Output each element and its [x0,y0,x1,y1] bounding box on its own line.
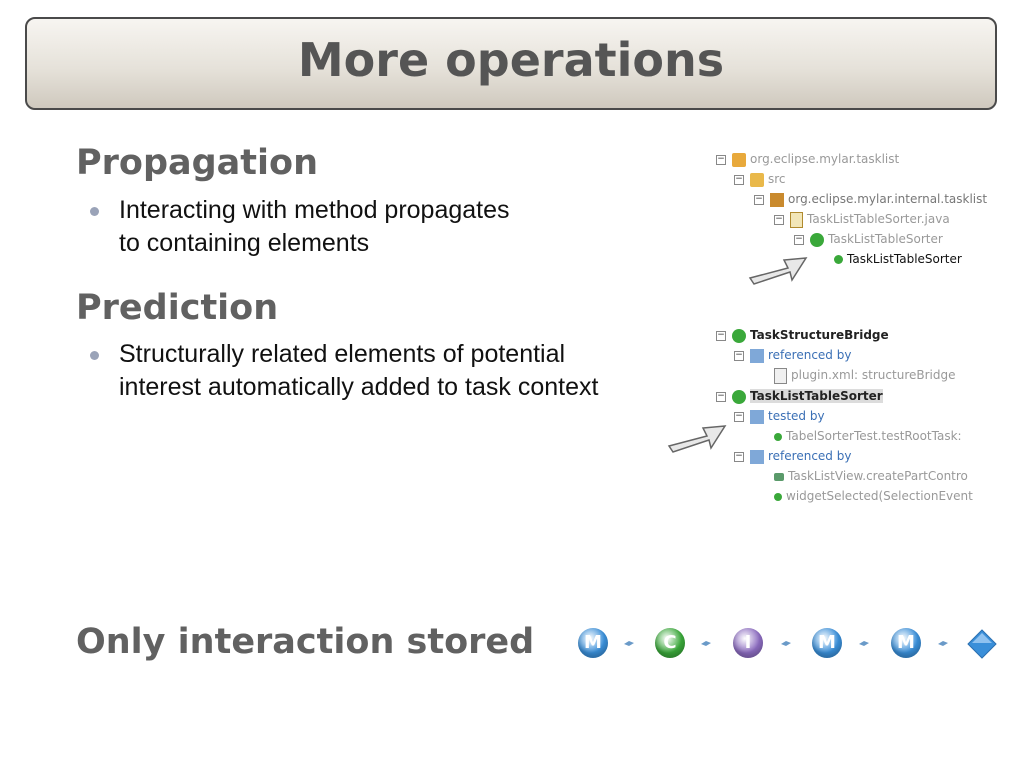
class-icon [732,328,746,343]
bullet-line: interest automatically added to task con… [119,373,599,401]
bullet-dot [90,351,99,360]
method-icon [774,492,782,501]
tree-row[interactable]: − src [734,170,786,188]
tree-label: TaskListTableSorter [750,389,883,403]
collapse-icon[interactable]: − [716,391,726,402]
tree-label: TaskStructureBridge [750,328,889,342]
class-icon: C [655,628,685,658]
bullet-dot [90,207,99,216]
diamond-icon [967,629,997,659]
tree-row[interactable]: − TaskListTableSorter.java [774,210,950,228]
collapse-icon[interactable]: − [734,350,744,361]
reference-icon [750,348,764,363]
edge-icon [701,641,711,646]
interface-icon: I [733,628,763,658]
tree-label: TaskListTableSorter [828,232,943,246]
propagation-arrow-icon [748,257,808,285]
propagation-tree: − org.eclipse.mylar.tasklist − src − org… [712,148,1002,273]
edge-icon [781,641,791,646]
method-icon: M [891,628,921,658]
folder-icon [750,172,764,187]
tree-row[interactable]: widgetSelected(SelectionEvent [774,487,973,505]
class-icon [732,389,746,404]
edge-icon [859,641,869,646]
slide-title: More operations [297,33,725,87]
collapse-icon[interactable]: − [734,174,744,185]
title-bar: More operations [25,17,997,110]
tree-row[interactable]: − TaskListTableSorter [794,230,943,248]
edge-icon [938,641,948,646]
bullet-line: to containing elements [119,229,370,257]
tree-label: org.eclipse.mylar.internal.tasklist [788,192,988,206]
bullet-propagation: Interacting with method propagates to co… [90,194,510,260]
tree-label: src [768,172,786,186]
tree-row[interactable]: − org.eclipse.mylar.tasklist [716,150,899,168]
constructor-icon [834,255,843,264]
collapse-icon[interactable]: − [716,330,726,341]
heading-propagation: Propagation [76,143,318,183]
tree-label: tested by [768,409,825,423]
prediction-tree: − TaskStructureBridge − referenced by pl… [712,323,984,506]
tree-label: plugin.xml: structureBridge [791,368,956,382]
test-icon [750,409,764,424]
tree-row[interactable]: − org.eclipse.mylar.internal.tasklist [754,190,987,208]
collapse-icon[interactable]: − [734,451,744,462]
tree-row[interactable]: plugin.xml: structureBridge [774,366,955,384]
collapse-icon[interactable]: − [794,234,804,245]
heading-only-interaction: Only interaction stored [76,622,535,662]
method-icon: M [812,628,842,658]
reference-icon [750,449,764,464]
collapse-icon[interactable]: − [774,214,784,225]
heading-prediction: Prediction [76,288,279,328]
tree-row[interactable]: − TaskStructureBridge [716,326,889,344]
tree-row[interactable]: − referenced by [734,447,851,465]
method-icon [774,472,784,481]
tree-label: widgetSelected(SelectionEvent [786,489,973,503]
tree-label: org.eclipse.mylar.tasklist [750,152,900,166]
tree-label: referenced by [768,449,852,463]
collapse-icon[interactable]: − [754,194,764,205]
tree-label: TaskListTableSorter.java [807,212,950,226]
tree-row[interactable]: − tested by [734,407,825,425]
bullet-prediction: Structurally related elements of potenti… [90,338,598,404]
tree-label: TaskListTableSorter [847,252,962,266]
prediction-arrow-icon [667,425,727,453]
project-icon [732,152,746,167]
tree-row[interactable]: − referenced by [734,346,851,364]
method-icon: M [578,628,608,658]
bullet-line: Interacting with method propagates [119,196,510,224]
tree-row[interactable]: TabelSorterTest.testRootTask: [774,427,962,445]
package-icon [770,192,784,207]
xml-file-icon [774,367,787,384]
method-icon [774,432,782,441]
tree-row[interactable]: − TaskListTableSorter [716,387,883,405]
tree-label: TaskListView.createPartContro [788,469,968,483]
class-icon [810,232,824,247]
tree-row[interactable]: TaskListTableSorter [834,250,962,268]
edge-icon [624,641,634,646]
bullet-line: Structurally related elements of potenti… [119,340,566,368]
java-file-icon [790,211,803,228]
tree-label: TabelSorterTest.testRootTask: [786,429,962,443]
collapse-icon[interactable]: − [716,154,726,165]
tree-label: referenced by [768,348,852,362]
tree-row[interactable]: TaskListView.createPartContro [774,467,968,485]
collapse-icon[interactable]: − [734,411,744,422]
